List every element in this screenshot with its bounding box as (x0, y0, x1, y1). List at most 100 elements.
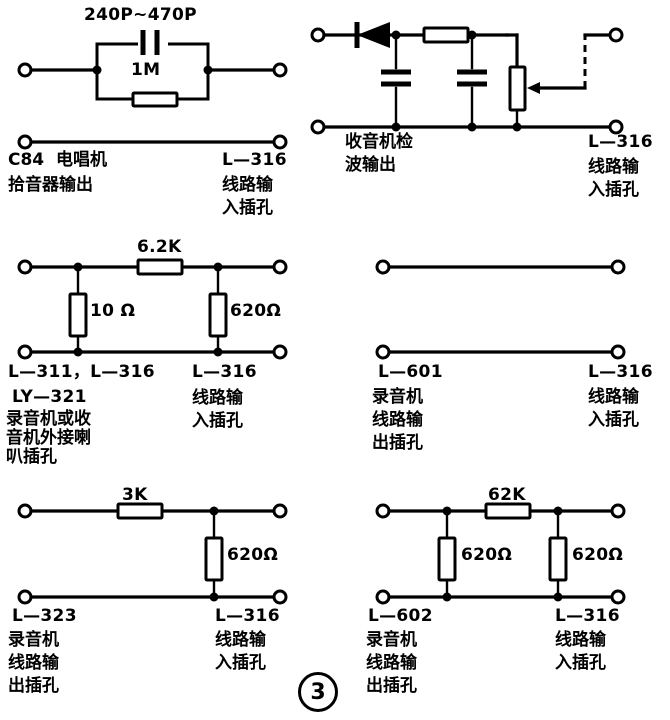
terminal-left-top (375, 259, 391, 275)
shunt-resistor-620r-2 (548, 536, 568, 582)
terminal-right-top (272, 62, 288, 78)
circuit1-left-label-line2: 拾音器输出 (8, 175, 93, 195)
diode-triangle (357, 22, 390, 48)
resistor-value-label: 1M (131, 60, 161, 80)
terminal-left-bottom (17, 344, 33, 360)
circuit5-left-label-line1: L—323 (12, 606, 77, 626)
circuit3-shunt1-label: 10 Ω (90, 301, 136, 321)
series-resistor-62k (484, 502, 532, 520)
junction-gnd-c (512, 122, 522, 132)
terminal-left-top (17, 62, 33, 78)
circuit3-left-label-line5: 叭插孔 (6, 447, 57, 467)
terminal-left-bottom (17, 589, 33, 605)
circuit2-left-label-line2: 波输出 (345, 155, 396, 175)
junction-bottom-left (73, 347, 83, 357)
circuit-radio-detector-graphics (310, 22, 624, 135)
circuit4-right-label-line3: 入插孔 (588, 410, 639, 430)
circuit3-right-label-line1: L—316 (192, 362, 257, 382)
terminal-left-top (375, 503, 391, 519)
circuit4-left-label-line2: 录音机 (372, 387, 423, 407)
circuit6-left-label-line1: L—602 (368, 606, 433, 626)
circuit2-left-label-line1: 收音机检 (345, 132, 413, 152)
terminal-left-top (310, 27, 326, 43)
terminal-right-top (610, 259, 626, 275)
circuit3-series-resistor-label: 6.2K (137, 237, 182, 257)
circuit3-right-label-line2: 线路输 (192, 388, 243, 408)
circuit1-right-label-line2: 线路输 (222, 175, 273, 195)
junction-bottom-right (553, 592, 563, 602)
circuit-l601-graphics (375, 259, 626, 360)
junction-gnd-a (391, 122, 401, 132)
circuit6-shunt2-label: 620Ω (572, 545, 624, 565)
circuit6-left-label-line2: 录音机 (366, 630, 417, 650)
circuit5-shunt1-label: 620Ω (227, 545, 279, 565)
circuit4-left-label-line3: 线路输 (372, 410, 423, 430)
circuit2-right-label-line1: L—316 (588, 132, 653, 152)
circuit3-right-label-line3: 入插孔 (192, 411, 243, 431)
circuit1-right-label-line1: L—316 (222, 150, 287, 170)
circuit4-left-label-line1: L—601 (378, 362, 443, 382)
circuit-l311-graphics (17, 258, 288, 360)
terminal-right-top (272, 503, 288, 519)
shunt-resistor-620r-1 (437, 536, 457, 582)
wiper-arrow (527, 82, 540, 94)
terminal-left-bottom (375, 344, 391, 360)
circuit5-left-label-line3: 线路输 (8, 653, 59, 673)
terminal-right-bottom (272, 589, 288, 605)
circuit5-left-label-line4: 出插孔 (8, 676, 59, 696)
circuit6-left-label-line3: 线路输 (366, 653, 417, 673)
circuit6-left-label-line4: 出插孔 (366, 676, 417, 696)
terminal-right-bottom (610, 344, 626, 360)
circuit4-left-label-line4: 出插孔 (372, 433, 423, 453)
series-resistor-6k2 (136, 258, 184, 276)
terminal-right-bottom (610, 589, 626, 605)
series-resistor (422, 26, 470, 44)
circuit6-right-label-line3: 入插孔 (555, 653, 606, 673)
circuit-l323-graphics (17, 502, 288, 605)
terminal-right-top (272, 259, 288, 275)
circuit3-left-label-line1: L—311，L—316 (8, 362, 155, 382)
circuit6-shunt1-label: 620Ω (461, 545, 513, 565)
circuit3-left-label-line2: LY—321 (12, 387, 87, 407)
capacitor-value-label: 240P~470P (84, 5, 197, 25)
circuit1-right-label-line3: 入插孔 (222, 198, 273, 218)
series-resistor-3k (116, 502, 164, 520)
circuit5-right-label-line2: 线路输 (215, 630, 266, 650)
junction-gnd-b (467, 122, 477, 132)
circuit5-series-resistor-label: 3K (122, 485, 148, 505)
terminal-right-bottom (608, 119, 624, 135)
junction-bottom-right (213, 347, 223, 357)
terminal-right-top (608, 27, 624, 43)
circuit6-right-label-line1: L—316 (555, 606, 620, 626)
circuit2-right-label-line3: 入插孔 (588, 180, 639, 200)
terminal-right-bottom (272, 134, 288, 150)
terminal-left-top (17, 503, 33, 519)
circuit5-left-label-line2: 录音机 (8, 630, 59, 650)
terminal-right-top (610, 503, 626, 519)
circuit3-left-label-line3: 录音机或收 (6, 409, 91, 429)
shunt-resistor-620r (208, 292, 228, 338)
shunt-resistor-620r (204, 536, 224, 582)
terminal-left-bottom (375, 589, 391, 605)
junction-bottom (209, 592, 219, 602)
shunt-resistor-10r (68, 292, 88, 338)
terminal-left-bottom (310, 119, 326, 135)
circuit6-right-label-line2: 线路输 (555, 630, 606, 650)
resistor-1m (131, 91, 179, 108)
circuit1-left-label-line1: C84 电唱机 (8, 150, 107, 170)
circuit-l602-graphics (375, 502, 626, 605)
circuit3-left-label-line4: 音机外接喇 (6, 428, 91, 448)
circuit3-shunt2-label: 620Ω (230, 301, 282, 321)
circuit4-right-label-line2: 线路输 (588, 387, 639, 407)
terminal-left-bottom (17, 134, 33, 150)
terminal-left-top (17, 259, 33, 275)
circuit2-right-label-line2: 线路输 (588, 157, 639, 177)
terminal-right-bottom (272, 344, 288, 360)
circuit6-series-resistor-label: 62K (488, 485, 526, 505)
circuit-c84-phono-graphics (17, 30, 288, 150)
circuit5-right-label-line1: L—316 (215, 606, 280, 626)
potentiometer-body (508, 65, 527, 112)
circuit5-right-label-line3: 入插孔 (215, 653, 266, 673)
